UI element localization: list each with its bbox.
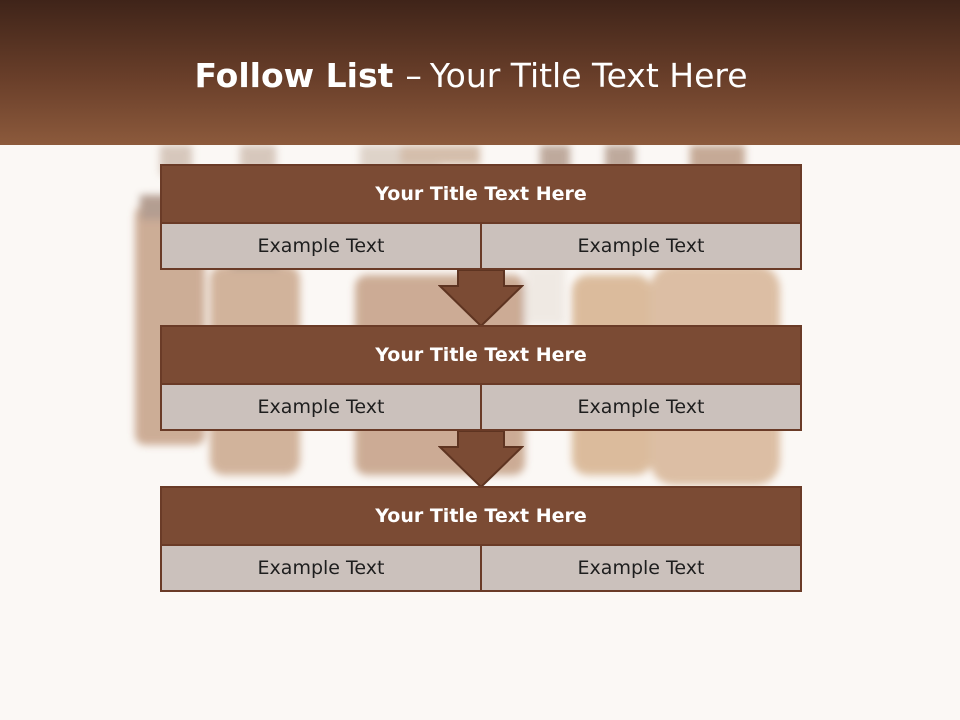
list-block-3: Your Title Text Here Example Text Exampl…: [160, 486, 802, 592]
list-block-1: Your Title Text Here Example Text Exampl…: [160, 164, 802, 270]
block-cell-left: Example Text: [162, 546, 480, 590]
block-title: Your Title Text Here: [162, 488, 800, 544]
block-title: Your Title Text Here: [162, 166, 800, 222]
block-cell-right: Example Text: [482, 546, 800, 590]
block-cell-left: Example Text: [162, 224, 480, 268]
block-title: Your Title Text Here: [162, 327, 800, 383]
slide-title-dash: –: [405, 56, 422, 95]
block-cell-right: Example Text: [482, 385, 800, 429]
down-arrow-icon: [438, 270, 524, 328]
title-banner: [0, 0, 960, 145]
block-cell-right: Example Text: [482, 224, 800, 268]
slide-title-bold: Follow List: [194, 56, 394, 95]
slide-title: Follow List–Your Title Text Here: [0, 56, 942, 96]
block-cell-left: Example Text: [162, 385, 480, 429]
slide-title-rest: Your Title Text Here: [429, 56, 748, 95]
down-arrow-icon: [438, 431, 524, 489]
list-block-2: Your Title Text Here Example Text Exampl…: [160, 325, 802, 431]
